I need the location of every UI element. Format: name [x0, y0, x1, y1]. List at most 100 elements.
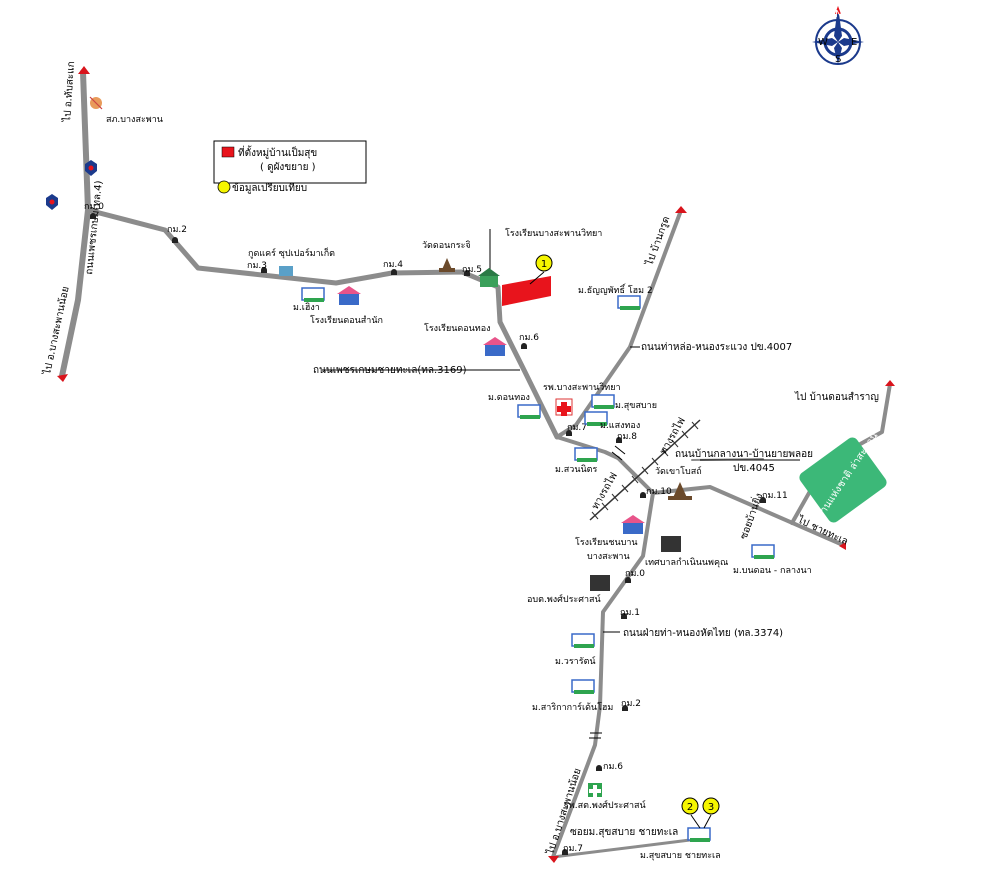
- label-to-thap-sakae: ไป อ.ทับสะแก: [61, 61, 77, 123]
- marker-3: 3: [702, 797, 720, 829]
- km-label-2-top: กม.2: [167, 225, 187, 235]
- road-phetkasem-beach: [85, 207, 560, 440]
- label-klang-na: ถนนบ้านกลางนา-บ้านยายพลอย: [675, 448, 813, 460]
- label-phetkasem-beach: ถนนเพชรเกษมชายทะเล(ทล.3169): [313, 365, 467, 376]
- label-moo-sukjai-beach: ม.สุขสบาย ชายทะเล: [640, 851, 721, 861]
- km-label-6-low: กม.6: [603, 762, 623, 772]
- label-fai-ya: ถนนฝ่ายท่า-หนองหัตไทย (ทล.3374): [623, 627, 783, 639]
- legend-compare-swatch: [217, 180, 231, 194]
- label-moo-saeng-thong: ม.แสงทอง: [600, 421, 640, 431]
- marker-2-label: 2: [687, 802, 693, 813]
- svg-text:E: E: [851, 37, 857, 48]
- hospital-cross-icon: [555, 398, 573, 416]
- label-wat-don-krachi: วัดดอนกระจิ: [422, 240, 471, 251]
- village-area: [502, 276, 551, 306]
- school-icon: [337, 268, 645, 534]
- km-label-3: กม.3: [247, 261, 267, 271]
- railway: [589, 419, 701, 521]
- marker-1: 1: [529, 254, 553, 285]
- label-school-don-thong: โรงเรียนดอนทอง: [424, 323, 491, 334]
- leader-lines: [322, 229, 800, 633]
- legend-village-sub: ( ดูผังขยาย ): [260, 162, 316, 173]
- road-klang-na: [651, 485, 845, 547]
- km-label-6-top: กม.6: [519, 333, 539, 343]
- legend-village-swatch: [221, 146, 235, 158]
- endpoint-arrow-ban-kraut: [675, 206, 687, 213]
- label-school-don-sanan: โรงเรียนดอนสำนัก: [310, 315, 383, 326]
- km-label-4: กม.4: [383, 260, 403, 270]
- health-station-icon: [588, 783, 602, 797]
- endpoint-arrow-beach: [839, 542, 846, 550]
- compass-rose-icon: N W E S: [812, 6, 864, 65]
- km-markers: กม.0 กม.2 กม.3 กม.4 กม.5 กม.6 กม.7 กม.8 …: [84, 202, 788, 855]
- marker-3-label: 3: [708, 802, 714, 813]
- legend-box: [213, 140, 367, 184]
- km-label-5: กม.5: [462, 265, 482, 275]
- endpoints: [57, 66, 895, 863]
- road-highway-4: [59, 69, 91, 379]
- label-moo-thanyapat: ม.ธัญญพัทธิ์ โฮม 2: [578, 283, 653, 296]
- marker-2: 2: [681, 797, 701, 829]
- km-label-11: กม.11: [762, 491, 788, 501]
- legend-compare-label: ข้อมูลเปรียบเทียบ: [232, 182, 307, 194]
- police-station-icon: [89, 96, 103, 110]
- label-tha-lo: ถนนท่าหล่อ-หนองระแวง ปข.4007: [641, 342, 792, 353]
- village-parcel: [502, 276, 551, 306]
- label-obt: อบต.พงศ์ประศาสน์: [527, 593, 601, 605]
- label-klang-na-code: ปข.4045: [733, 463, 775, 474]
- km-label-0-top: กม.0: [84, 202, 104, 212]
- legend: ที่ตั้งหมู่บ้านเป็มสุข ( ดูผังขยาย ) ข้อ…: [213, 140, 367, 194]
- label-school-thon: โรงเรียนชนบาน: [575, 537, 638, 548]
- label-godcare: กูดแคร์ ซุปเปอร์มาเก็ต: [248, 246, 335, 259]
- label-moo-sarika: ม.สาริกาการ์เด้นโฮม: [532, 701, 613, 713]
- label-moo-don-thong: ม.ดอนทอง: [488, 393, 530, 403]
- label-school-bangsaphan: โรงเรียนบางสะพานวิทยา: [505, 228, 602, 239]
- label-moo-bon-don: ม.บนดอน - กลางนา: [733, 566, 812, 576]
- road-labels: ไป อ.ทับสะแก ถนนเพชรเกษม(ทล.4) ไป อ.บางส…: [41, 61, 879, 857]
- marker-1-label: 1: [541, 259, 547, 270]
- national-park: อุทยานแห่งชาติ ล่าสะพาน: [799, 431, 887, 531]
- bridge-marks: [589, 445, 626, 739]
- road-branch-km8: [555, 435, 620, 460]
- endpoint-arrow-don-samran: [885, 380, 895, 386]
- svg-text:W: W: [818, 37, 828, 48]
- label-rpst: รพ.สต.พงศ์ประศาสน์: [564, 799, 646, 811]
- poi-icons: [46, 96, 775, 842]
- km-label-7-low: กม.7: [563, 844, 583, 854]
- road-network: [59, 69, 892, 859]
- svg-text:S: S: [835, 54, 841, 65]
- label-to-don-samran: ไป บ้านดอนสำราญ: [794, 391, 879, 403]
- km-label-0-mid: กม.0: [625, 569, 645, 579]
- label-wat-khao-bot: วัดเขาโบสถ์: [655, 465, 702, 477]
- svg-text:N: N: [835, 9, 842, 20]
- label-moo-suan-nit: ม.สวนนิตร: [555, 464, 597, 475]
- endpoint-arrow-south: [548, 856, 559, 863]
- km-label-10: กม.10: [646, 487, 672, 497]
- label-soi-sukjai: ซอยม.สุขสบาย ชายทะเล: [570, 827, 678, 838]
- label-moo-ngam: ม.เฮิงา: [293, 302, 320, 313]
- road-tha-lo: [555, 211, 682, 439]
- km-marker-icon: [90, 213, 766, 855]
- temple-icon: [439, 258, 692, 500]
- km-label-1: กม.1: [620, 608, 640, 618]
- km-label-7-top: กม.7: [567, 423, 587, 433]
- police-shield-icon: [46, 160, 97, 210]
- label-thesaban: เทศบาลกำเนินนพคุณ: [645, 557, 728, 568]
- government-building-icon: [279, 266, 681, 591]
- km-label-8: กม.8: [617, 432, 637, 442]
- label-moo-wararat: ม.วรารัตน์: [555, 655, 596, 667]
- label-school-thon-2: บางสะพาน: [587, 552, 630, 562]
- road-soi-sukjai: [551, 838, 692, 859]
- label-hospital-bangsaphan: รพ.บางสะพานวิทยา: [543, 382, 621, 393]
- railway-ties: [591, 421, 699, 520]
- endpoint-arrow-thap-sakae: [78, 66, 90, 74]
- label-police-station: สภ.บางสะพาน: [106, 115, 163, 125]
- endpoint-arrow-bangsaphan-noi: [57, 374, 68, 382]
- park-area: [799, 437, 887, 523]
- housing-village-icon: [301, 287, 775, 842]
- km-label-2-low: กม.2: [621, 699, 641, 709]
- place-labels: สภ.บางสะพาน กูดแคร์ ซุปเปอร์มาเก็ต วัดดอ…: [106, 115, 812, 861]
- numbered-markers: 1 2 3: [529, 254, 720, 829]
- legend-village-label: ที่ตั้งหมู่บ้านเป็มสุข: [238, 145, 317, 159]
